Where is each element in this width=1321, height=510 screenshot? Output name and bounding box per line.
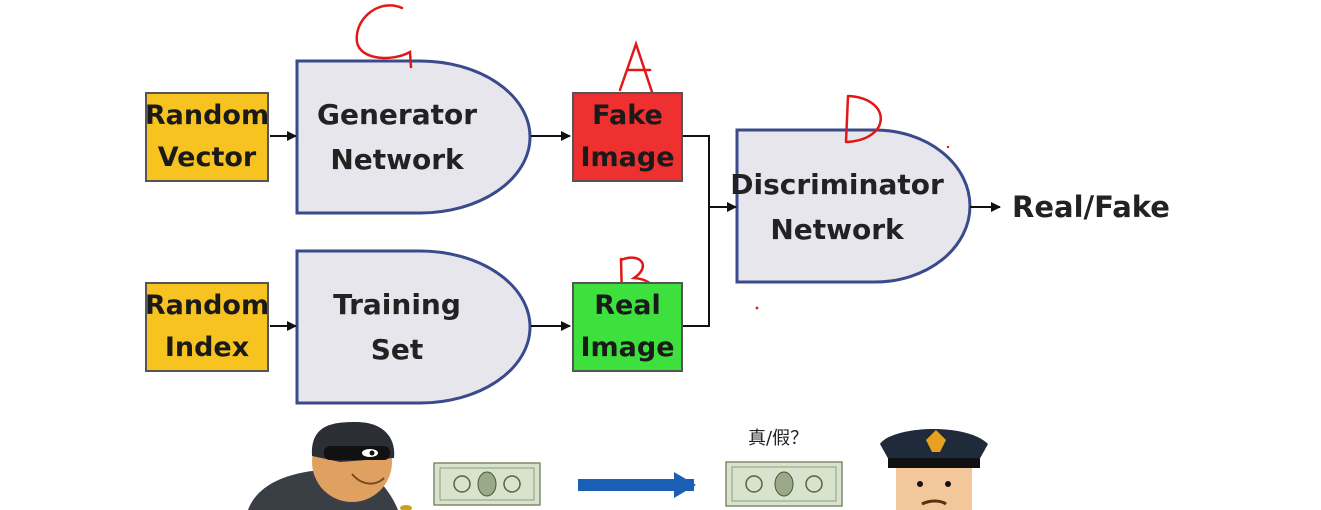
training-set-node-shape xyxy=(295,249,532,405)
fake-image-box: Fake Image xyxy=(572,92,683,182)
training-set-label: Training Set xyxy=(333,288,461,366)
output-label: Real/Fake xyxy=(1012,190,1170,224)
police-officer-illustration xyxy=(880,428,988,510)
discriminator-label: Discriminator Network xyxy=(730,168,944,246)
random-index-label: Random Index xyxy=(144,290,270,363)
handwritten-d-mark xyxy=(844,94,882,144)
thief-illustration xyxy=(248,422,412,510)
stray-dot-mark xyxy=(946,145,950,149)
fake-image-label: Fake Image xyxy=(580,100,675,173)
random-vector-label: Random Vector xyxy=(144,100,270,173)
generator-label: Generator Network xyxy=(316,98,478,176)
real-image-label: Real Image xyxy=(580,290,675,363)
generator-node-shape xyxy=(295,59,532,215)
discriminator-node-shape xyxy=(735,128,972,284)
handwritten-a-mark xyxy=(618,40,656,100)
real-image-box: Real Image xyxy=(572,282,683,372)
handwritten-g-mark xyxy=(355,4,413,69)
random-index-box: Random Index xyxy=(145,282,269,372)
dollar-bill-right xyxy=(725,461,843,507)
random-vector-box: Random Vector xyxy=(145,92,269,182)
stray-dot-mark xyxy=(755,306,759,310)
connector-fake-to-discriminator xyxy=(683,135,710,327)
dollar-bill-left xyxy=(433,462,541,506)
real-or-fake-question: 真/假？ xyxy=(748,428,809,449)
